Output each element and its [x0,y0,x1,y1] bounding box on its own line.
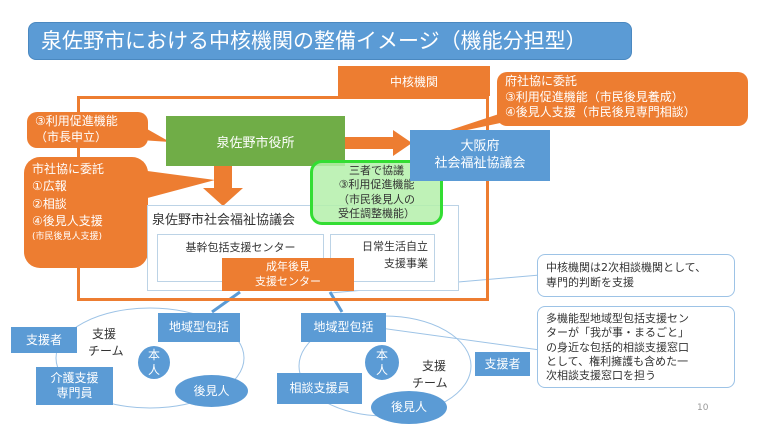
left-regional-center: 地域型包括 [158,313,240,342]
left-care-manager: 介護支援 専門員 [36,367,113,405]
center-line: 成年後見 [266,260,310,273]
callout-line: 市社協に委託 [32,162,105,176]
callout-line: ③利用促進機能 [35,114,118,128]
note-line: 多機能型地域型包括支援セン [546,312,689,325]
callout-line: (市民後見人支援) [32,231,103,242]
right-supporter: 支援者 [475,352,530,376]
team-line: 支援 [92,327,117,341]
daily-life-line: 日常生活自立 [362,240,428,253]
pref-callout: 府社協に委託 ③利用促進機能（市民後見養成） ④後見人支援（市民後見専門相談） [497,72,748,126]
note-line: ターが「我が事・まるごと」 [546,326,689,340]
guardian-support-center: 成年後見 支援センター [222,258,354,291]
callout-line: ①広報 [32,179,67,194]
city-council-label: 泉佐野市社会福祉協議会 [152,213,296,228]
consult-line: 三者で協議 [349,164,404,177]
person-line: 人 [147,362,160,377]
city-council-callout-pointer [140,170,215,200]
consult-line: （市民後見人の [338,192,415,206]
team-line: チーム [412,375,448,390]
callout-line: ④後見人支援（市民後見専門相談） [505,105,696,120]
care-line: 専門員 [56,386,93,400]
care-line: 介護支援 [50,371,99,385]
right-guardian: 後見人 [371,391,447,424]
note-line: 中核機関は2次相談機関として、 [546,261,707,274]
daily-life-box: 日常生活自立 支援事業 [330,234,435,282]
right-regional-center: 地域型包括 [301,313,386,342]
callout-line: ②相談 [32,196,67,211]
callout-line: ④後見人支援 [32,214,103,229]
left-team-label: 支援 チーム [88,326,124,360]
note-core-institution: 中核機関は2次相談機関として、 専門的判断を支援 [537,254,735,297]
city-council-callout: 市社協に委託 ①広報 ②相談 ④後見人支援 (市民後見人支援) [24,157,148,268]
person-line: 本 [375,347,388,362]
left-guardian: 後見人 [175,375,248,407]
city-hall-box: 泉佐野市役所 [166,116,345,166]
osaka-line: 大阪府 [460,139,500,155]
daily-life-line: 支援事業 [384,256,428,270]
right-consultant: 相談支援員 [277,373,362,404]
center-line: 支援センター [255,274,321,288]
note-line: の身近な包括的相談支援窓口 [546,340,689,354]
right-team-label: 支援 チーム [412,358,448,392]
right-arrow [393,130,412,156]
note-line: として、権利擁護も含めた一 [546,354,689,368]
left-team-circle [55,307,245,409]
page-title: 泉佐野市における中核機関の整備イメージ（機能分担型） [28,22,632,60]
team-line: チーム [88,343,124,358]
note-multi-function: 多機能型地域型包括支援セン ターが「我が事・まるごと」 の身近な包括的相談支援窓… [537,306,735,388]
osaka-council-box: 大阪府 社会福祉協議会 [410,130,550,181]
team-line: 支援 [422,359,447,373]
left-person: 本 人 [138,346,170,379]
osaka-line: 社会福祉協議会 [434,155,526,171]
person-line: 人 [375,362,388,377]
note-line: 専門的判断を支援 [546,276,634,290]
person-line: 本 [147,347,160,362]
right-person: 本 人 [365,345,399,380]
down-arrow [203,188,243,206]
consult-line: ③利用促進機能 [338,178,415,192]
callout-line: ③利用促進機能（市民後見養成） [505,89,684,104]
callout-line: （市長申立） [35,129,108,144]
page-number: 10 [697,403,709,413]
left-supporter: 支援者 [11,327,77,353]
callout-line: 府社協に委託 [505,74,578,88]
core-institution-label: 中核機関 [338,66,490,96]
note-line: 次相談支援窓口を担う [546,369,656,383]
consult-line: 受任調整機能） [338,206,415,220]
mayor-callout: ③利用促進機能 （市長申立） [27,112,148,148]
